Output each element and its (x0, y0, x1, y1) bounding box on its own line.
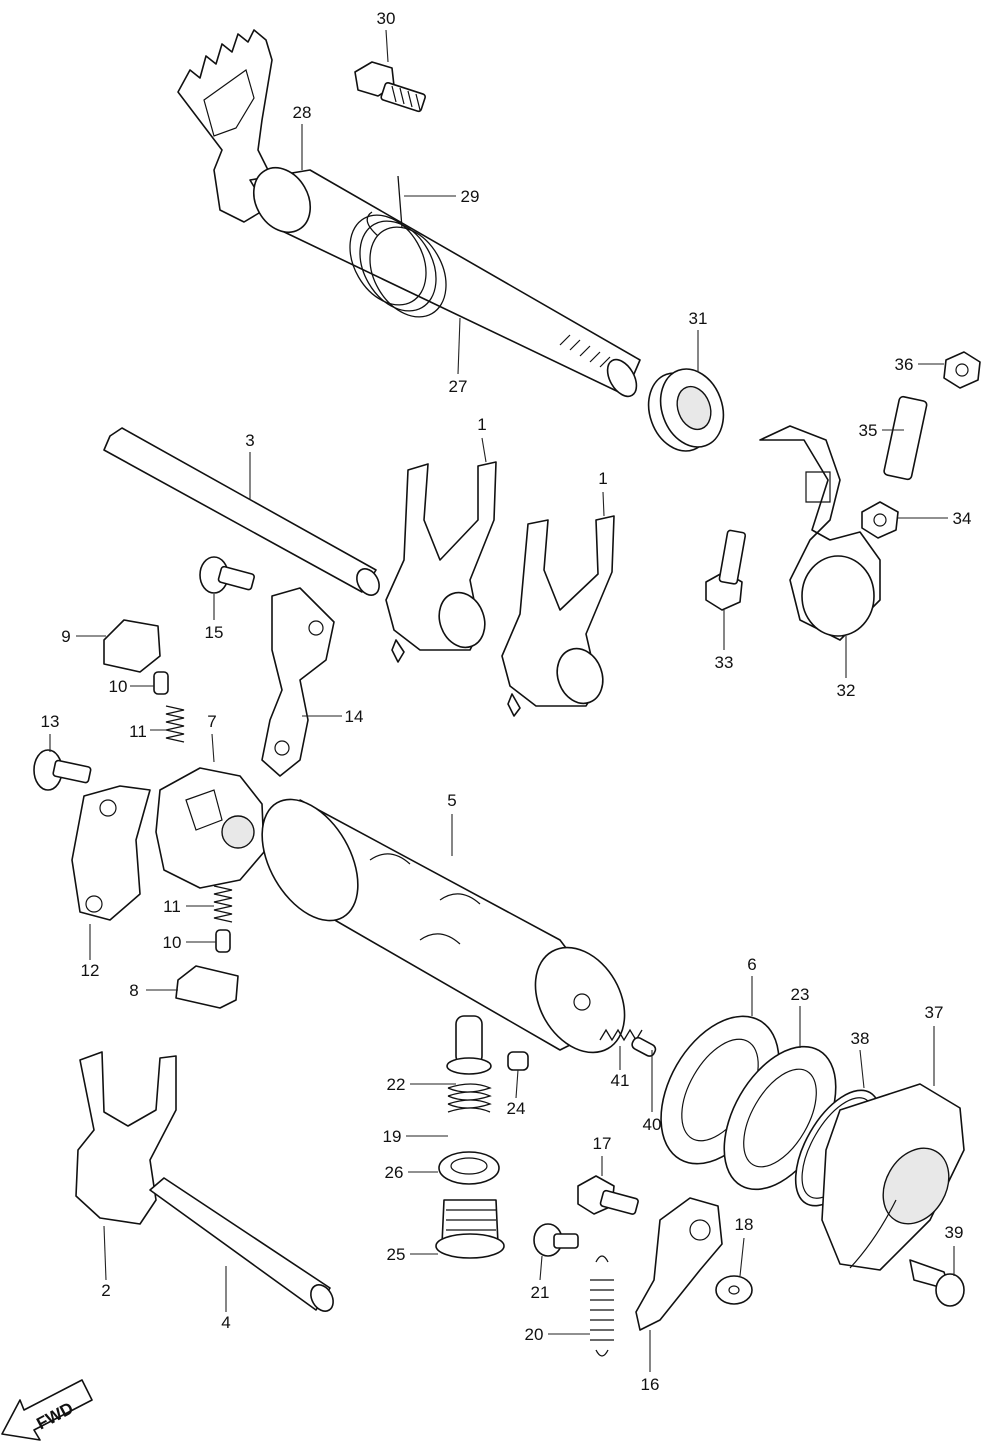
callout-number-7: 7 (207, 712, 216, 731)
callout-number-9: 9 (61, 627, 70, 646)
callout-number-29: 29 (461, 187, 480, 206)
callout-number-4: 4 (221, 1313, 230, 1332)
callout-number-21: 21 (531, 1283, 550, 1302)
part-36-nut (943, 351, 981, 389)
callout-number-20: 20 (525, 1325, 544, 1344)
callout-number-41: 41 (611, 1071, 630, 1090)
callout-number-40: 40 (643, 1115, 662, 1134)
callout-number-31: 31 (689, 309, 708, 328)
callout-number-24: 24 (507, 1099, 526, 1118)
callout-number-5: 5 (447, 791, 456, 810)
callout-number-6: 6 (747, 955, 756, 974)
part-32-gearshift-arm (759, 425, 881, 641)
callout-number-1: 1 (598, 469, 607, 488)
callout-number-16: 16 (641, 1375, 660, 1394)
part-26-washer (438, 1151, 500, 1185)
callout-leader-21 (539, 1255, 543, 1281)
callout-number-22: 22 (387, 1075, 406, 1094)
part-15-bolt (199, 556, 255, 594)
callout-number-10: 10 (109, 677, 128, 696)
part-33-bolt (705, 529, 747, 611)
callout-leader-7 (211, 733, 215, 763)
callout-number-32: 32 (837, 681, 856, 700)
callout-leader-27 (457, 317, 461, 375)
part-40-pin (631, 1036, 657, 1057)
part-18-washer (715, 1275, 753, 1305)
callout-number-8: 8 (129, 981, 138, 1000)
callout-leader-30 (385, 29, 389, 63)
callout-number-1: 1 (477, 415, 486, 434)
part-25-cap (435, 1199, 505, 1259)
callout-number-23: 23 (791, 985, 810, 1004)
part-10-pin-upper (153, 671, 169, 695)
callout-number-26: 26 (385, 1163, 404, 1182)
part-12-bearing-plate (71, 785, 151, 921)
callout-number-19: 19 (383, 1127, 402, 1146)
arrow-left-down-icon (1, 1379, 93, 1441)
part-29-return-spring (349, 175, 447, 318)
callout-number-25: 25 (387, 1245, 406, 1264)
part-20-spring (590, 1255, 614, 1357)
part-1-shift-fork-b (501, 515, 615, 717)
callout-number-12: 12 (81, 961, 100, 980)
part-11-spring-lower (213, 885, 233, 923)
callout-leader-38 (859, 1049, 865, 1089)
part-14-stopper-plate (261, 587, 335, 777)
part-28-shift-shaft-assembly (177, 29, 641, 398)
callout-number-33: 33 (715, 653, 734, 672)
callout-number-30: 30 (377, 9, 396, 28)
part-35-stud-bolt (883, 395, 928, 481)
part-2-shift-fork (75, 1051, 177, 1225)
callout-number-18: 18 (735, 1215, 754, 1234)
fwd-direction-marker: FWD (1, 1379, 93, 1441)
callout-number-38: 38 (851, 1029, 870, 1048)
part-22-neutral-pin (446, 1015, 492, 1075)
callout-number-11: 11 (129, 722, 147, 741)
callout-number-36: 36 (895, 355, 914, 374)
callout-number-11: 11 (163, 897, 181, 916)
callout-number-27: 27 (449, 377, 468, 396)
callout-number-13: 13 (41, 712, 60, 731)
callout-number-10: 10 (163, 933, 182, 952)
part-17-bolt (577, 1175, 639, 1215)
callout-number-37: 37 (925, 1003, 944, 1022)
part-8-guide-block (175, 965, 239, 1009)
callout-number-35: 35 (859, 421, 878, 440)
part-1-shift-fork-a (385, 461, 497, 663)
part-34-nut (861, 501, 899, 539)
part-24-plug (507, 1051, 529, 1071)
part-30-flange-bolt (354, 61, 426, 113)
part-10-pin-lower (215, 929, 231, 953)
part-7-shift-cam (155, 767, 265, 889)
part-37-neutral-switch (821, 1083, 965, 1271)
part-3-fork-shaft (103, 427, 380, 596)
callout-number-2: 2 (101, 1281, 110, 1300)
part-39-screw (909, 1259, 965, 1307)
part-11-spring-upper (165, 705, 185, 743)
callout-number-15: 15 (205, 623, 224, 642)
callout-number-3: 3 (245, 431, 254, 450)
callout-leader-1 (481, 437, 487, 463)
part-31-oil-seal (647, 368, 725, 452)
callout-leader-2 (103, 1225, 107, 1281)
callout-number-28: 28 (293, 103, 312, 122)
part-5-shift-drum (261, 798, 626, 1054)
part-19-spring (447, 1083, 492, 1113)
part-9-guide-block (103, 619, 161, 673)
part-4-fork-shaft (149, 1177, 334, 1312)
callout-number-39: 39 (945, 1223, 964, 1242)
callout-number-34: 34 (953, 509, 972, 528)
callout-leader-1 (602, 491, 605, 517)
callout-number-17: 17 (593, 1134, 612, 1153)
part-16-shift-arm (635, 1197, 723, 1331)
callout-leader-18 (739, 1237, 745, 1277)
callout-number-14: 14 (345, 707, 364, 726)
part-21-bolt (533, 1223, 579, 1257)
part-13-bolt (33, 749, 92, 791)
callout-leader-24 (515, 1069, 519, 1099)
